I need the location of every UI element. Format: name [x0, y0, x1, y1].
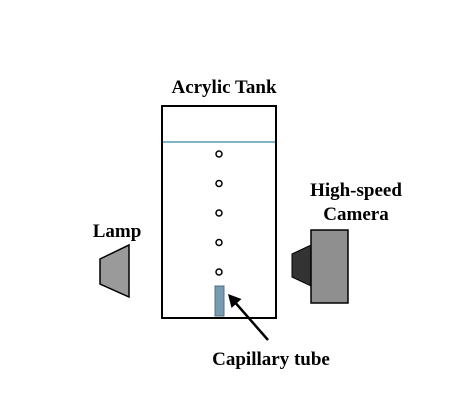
camera-lens — [291, 244, 312, 287]
capillary-tube — [214, 285, 225, 317]
lamp — [99, 243, 130, 299]
bubble — [215, 238, 223, 247]
camera-label-line2: Camera — [323, 204, 389, 225]
capillary-pointer-arrowhead — [228, 294, 242, 308]
tank-label: Acrylic Tank — [171, 77, 276, 98]
bubble — [215, 268, 223, 276]
camera-label-line1: High-speed — [310, 180, 402, 201]
capillary-pointer-arrow-shaft — [232, 299, 269, 341]
camera-body — [310, 229, 349, 304]
capillary-tube-label: Capillary tube — [212, 349, 330, 370]
bubble — [215, 150, 223, 158]
lamp-label: Lamp — [93, 221, 142, 242]
bubble-column — [215, 150, 223, 276]
bubble — [215, 209, 223, 217]
bubble — [215, 179, 223, 188]
